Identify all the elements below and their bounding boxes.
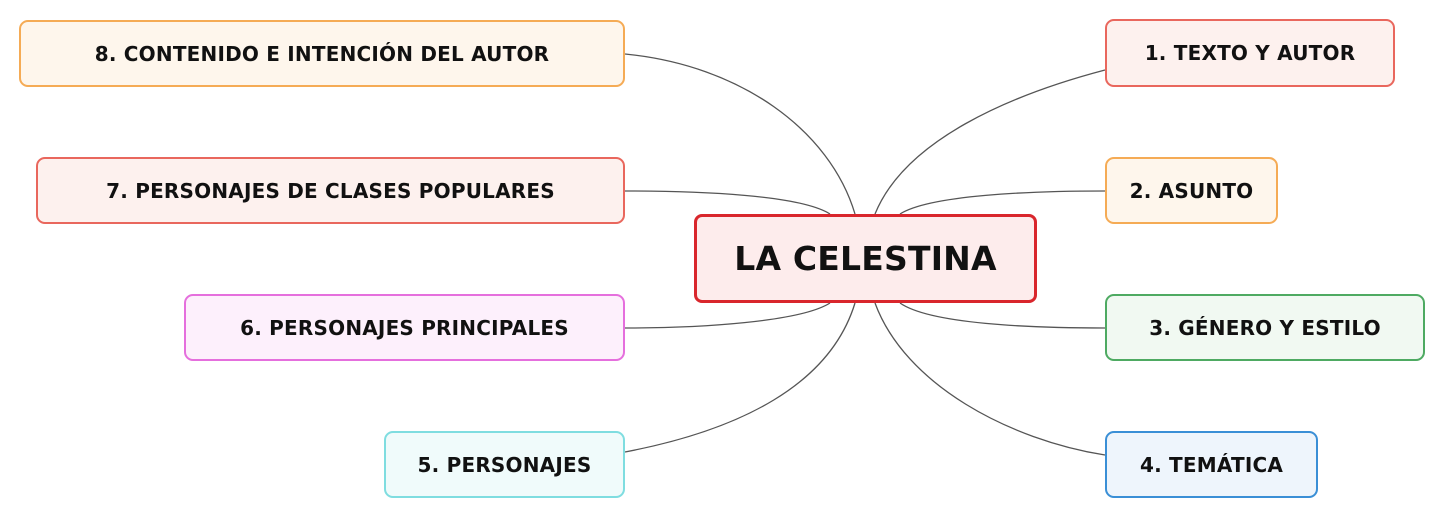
connector-asunto: [899, 190, 1106, 215]
branch-label: 7. PERSONAJES DE CLASES POPULARES: [106, 178, 555, 203]
connector-tematica: [874, 302, 1106, 456]
branch-texto-y-autor[interactable]: 1. TEXTO Y AUTOR: [1105, 19, 1395, 87]
central-topic[interactable]: LA CELESTINA: [694, 214, 1037, 303]
connector-genero-y-estilo: [899, 302, 1106, 329]
branch-label: 8. CONTENIDO E INTENCIÓN DEL AUTOR: [94, 41, 550, 66]
branch-contenido-e-intencion[interactable]: 8. CONTENIDO E INTENCIÓN DEL AUTOR: [19, 20, 625, 87]
branch-personajes[interactable]: 5. PERSONAJES: [384, 431, 625, 498]
branch-asunto[interactable]: 2. ASUNTO: [1105, 157, 1278, 224]
connector-texto-y-autor: [874, 69, 1106, 215]
connector-contenido: [624, 53, 856, 215]
central-topic-label: LA CELESTINA: [734, 239, 997, 278]
branch-label: 1. TEXTO Y AUTOR: [1144, 41, 1356, 65]
branch-label: 4. TEMÁTICA: [1139, 452, 1284, 477]
connector-clases-populares: [624, 190, 831, 215]
branch-personajes-principales[interactable]: 6. PERSONAJES PRINCIPALES: [184, 294, 625, 361]
branch-genero-y-estilo[interactable]: 3. GÉNERO Y ESTILO: [1105, 294, 1425, 361]
branch-tematica[interactable]: 4. TEMÁTICA: [1105, 431, 1318, 498]
branch-label: 3. GÉNERO Y ESTILO: [1149, 315, 1381, 340]
connector-principales: [624, 302, 831, 329]
connector-personajes: [624, 302, 856, 453]
branch-personajes-clases-populares[interactable]: 7. PERSONAJES DE CLASES POPULARES: [36, 157, 625, 224]
branch-label: 2. ASUNTO: [1129, 178, 1254, 203]
branch-label: 6. PERSONAJES PRINCIPALES: [240, 315, 569, 340]
branch-label: 5. PERSONAJES: [417, 452, 592, 477]
